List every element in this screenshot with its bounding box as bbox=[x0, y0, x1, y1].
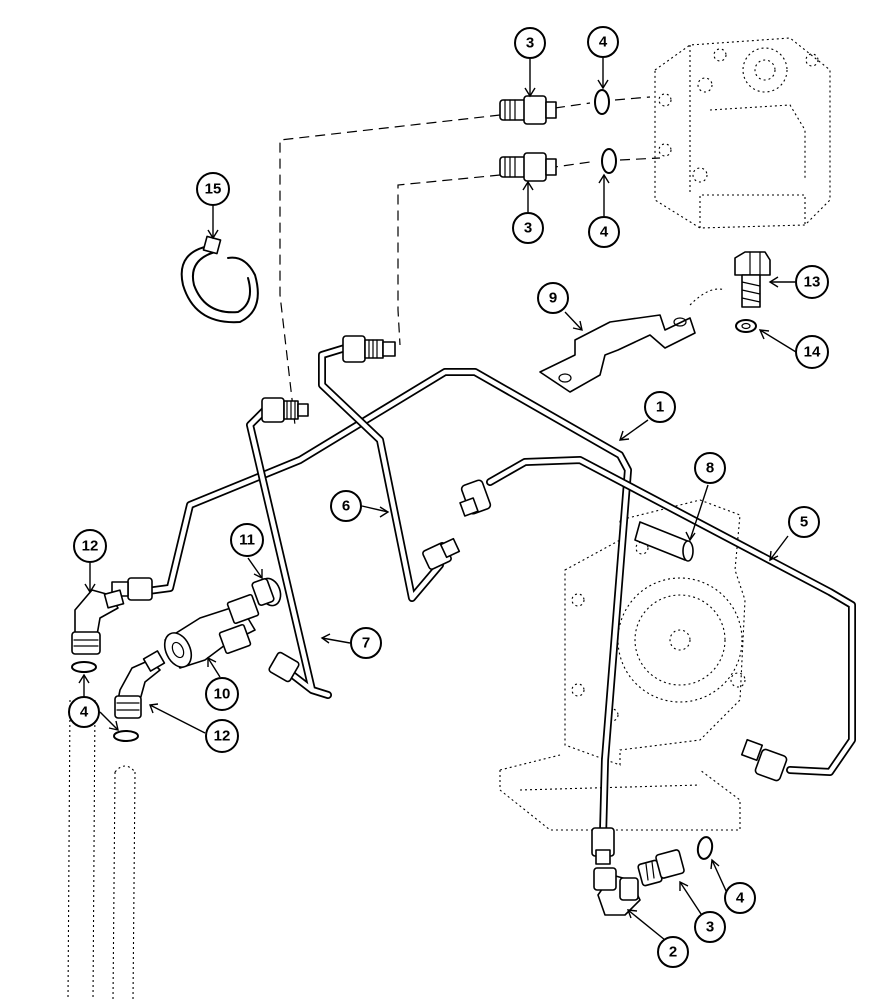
steering-motor bbox=[654, 37, 831, 229]
svg-text:12: 12 bbox=[82, 538, 99, 555]
svg-text:3: 3 bbox=[524, 220, 532, 237]
o-ring-4-left-lower bbox=[113, 730, 139, 742]
callout-14: 14 bbox=[795, 335, 829, 369]
cap-11 bbox=[251, 577, 282, 607]
callout-8: 8 bbox=[694, 452, 726, 484]
o-ring-4-left-upper bbox=[71, 661, 97, 673]
washer-14 bbox=[735, 319, 757, 333]
adapter-3-bottom bbox=[637, 849, 685, 887]
svg-text:7: 7 bbox=[362, 635, 370, 652]
callout-11: 11 bbox=[230, 523, 264, 557]
callout-2: 2 bbox=[657, 936, 689, 968]
adapter-3-upper bbox=[499, 95, 557, 125]
o-ring-4-upper bbox=[594, 89, 610, 115]
adapter-3-lower bbox=[499, 152, 557, 182]
callout-4-bottom: 4 bbox=[724, 882, 756, 914]
svg-text:4: 4 bbox=[599, 34, 608, 51]
connection-guide-lines bbox=[279, 96, 661, 426]
elbow-12-lower bbox=[114, 650, 166, 719]
svg-text:14: 14 bbox=[804, 344, 821, 361]
bracket-9 bbox=[539, 288, 726, 393]
tube-1 bbox=[136, 368, 632, 839]
callout-3-bottom: 3 bbox=[694, 911, 726, 943]
o-ring-4-lower bbox=[601, 148, 617, 174]
svg-text:15: 15 bbox=[205, 181, 222, 198]
callout-6: 6 bbox=[330, 490, 362, 522]
callout-1: 1 bbox=[644, 391, 676, 423]
clamp-15 bbox=[180, 235, 259, 324]
svg-text:3: 3 bbox=[526, 35, 534, 52]
svg-text:4: 4 bbox=[80, 704, 89, 721]
svg-text:3: 3 bbox=[706, 919, 714, 936]
svg-text:5: 5 bbox=[800, 514, 808, 531]
callout-12-lower: 12 bbox=[205, 719, 239, 753]
svg-text:8: 8 bbox=[706, 460, 714, 477]
svg-text:13: 13 bbox=[804, 274, 821, 291]
svg-text:4: 4 bbox=[736, 890, 745, 907]
elbow-2 bbox=[593, 867, 641, 916]
elbow-12-upper bbox=[71, 589, 125, 655]
callout-15: 15 bbox=[196, 172, 230, 206]
spacer-8 bbox=[634, 521, 694, 562]
hydraulic-pump bbox=[499, 499, 746, 831]
svg-text:9: 9 bbox=[549, 290, 557, 307]
callout-12-upper: 12 bbox=[73, 529, 107, 563]
svg-text:11: 11 bbox=[239, 532, 255, 549]
hydraulic-hoses bbox=[67, 699, 136, 1000]
svg-text:2: 2 bbox=[669, 944, 677, 961]
tube-end-fittings bbox=[111, 335, 788, 865]
tee-10 bbox=[163, 593, 260, 669]
callout-4-top-upper: 4 bbox=[587, 26, 619, 58]
tube-6 bbox=[318, 344, 444, 602]
callout-3-top-upper: 3 bbox=[514, 27, 546, 59]
callout-10: 10 bbox=[205, 677, 239, 711]
callout-4-left: 4 bbox=[68, 696, 100, 728]
callout-7: 7 bbox=[350, 627, 382, 659]
svg-text:4: 4 bbox=[600, 224, 609, 241]
svg-text:12: 12 bbox=[214, 728, 231, 745]
svg-text:1: 1 bbox=[656, 399, 664, 416]
callout-4-top-lower: 4 bbox=[588, 216, 620, 248]
leader-lines bbox=[78, 58, 797, 941]
tube-5 bbox=[486, 456, 856, 776]
svg-text:6: 6 bbox=[342, 498, 350, 515]
callout-9: 9 bbox=[537, 282, 569, 314]
callout-5: 5 bbox=[788, 506, 820, 538]
callout-3-top-lower: 3 bbox=[512, 212, 544, 244]
o-ring-4-bottom bbox=[696, 836, 714, 860]
callout-13: 13 bbox=[795, 265, 829, 299]
bolt-13 bbox=[734, 251, 771, 308]
svg-text:10: 10 bbox=[214, 686, 231, 703]
